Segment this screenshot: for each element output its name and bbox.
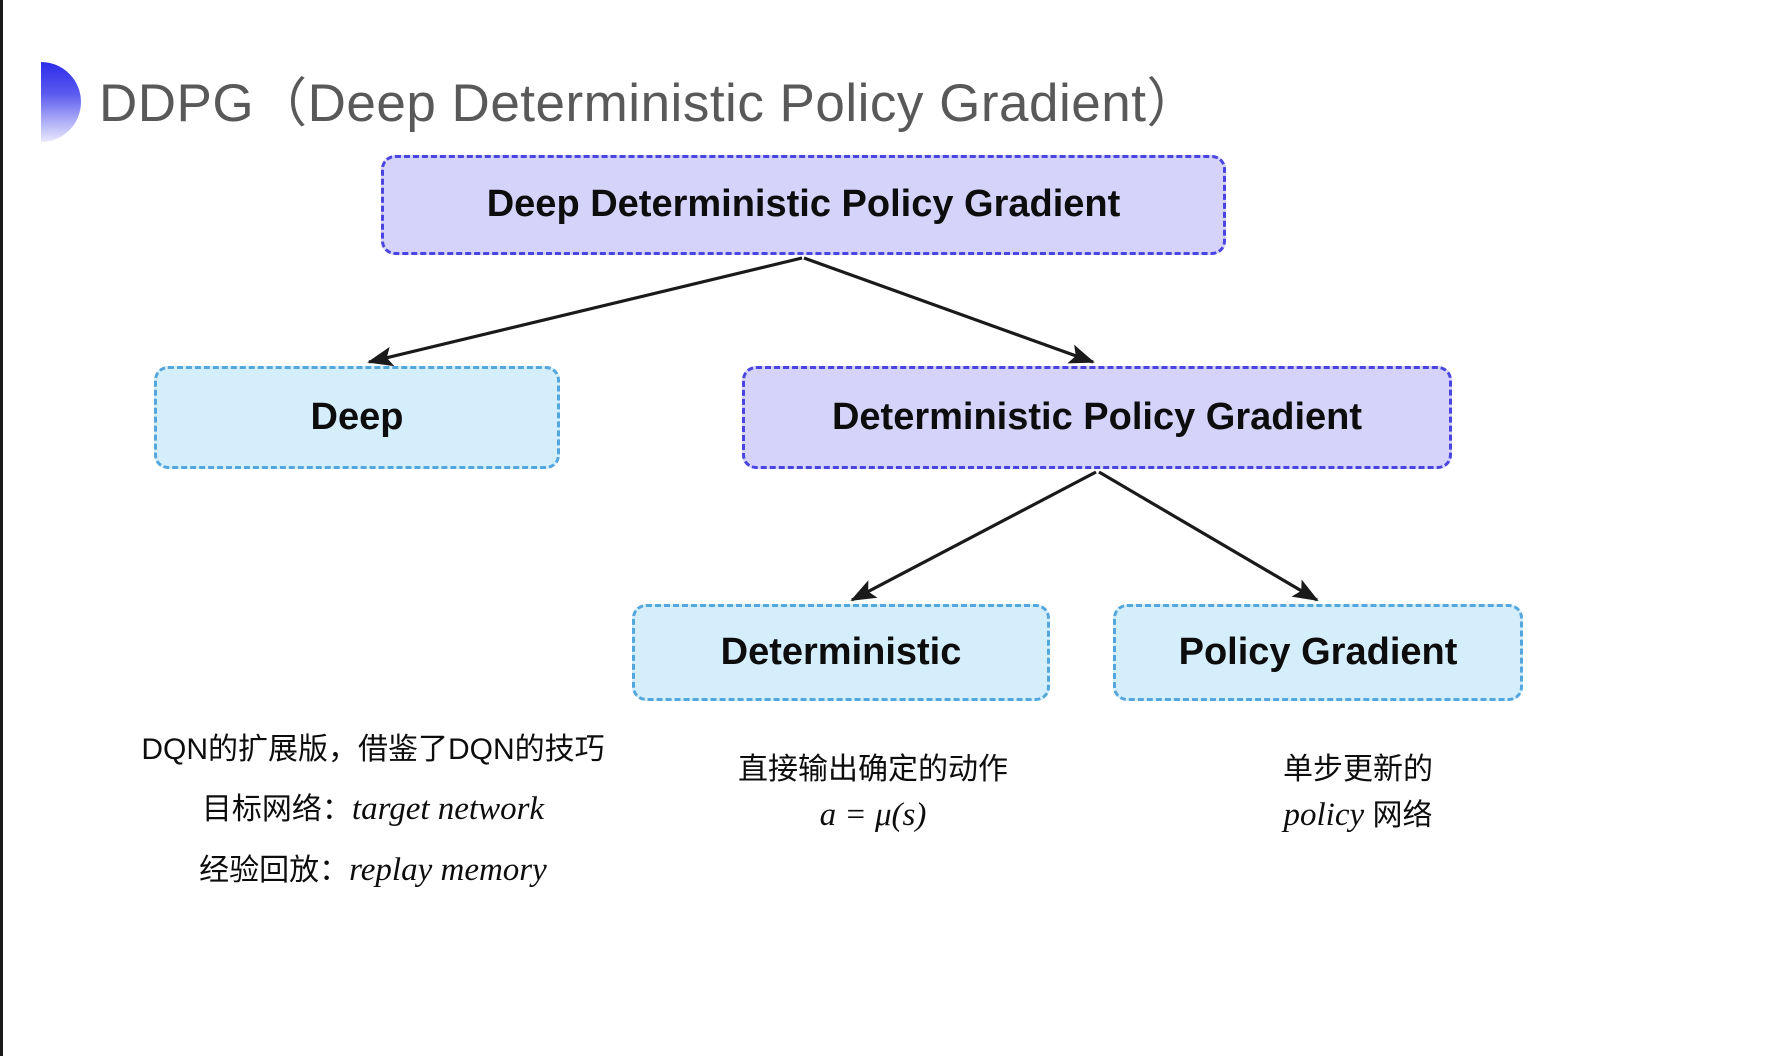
annotation-deep-line-1: DQN的扩展版，借鉴了DQN的技巧 bbox=[141, 733, 605, 766]
annotation-deterministic: 直接输出确定的动作 a = μ(s) bbox=[703, 748, 1043, 839]
node-deterministic[interactable]: Deterministic bbox=[632, 604, 1050, 701]
page-title: DDPG（Deep Deterministic Policy Gradient） bbox=[99, 74, 1200, 133]
edge-dpg-to-policy-gradient bbox=[1098, 470, 1319, 602]
node-label: Deep Deterministic Policy Gradient bbox=[486, 183, 1121, 226]
node-deterministic-policy-gradient[interactable]: Deterministic Policy Gradient bbox=[742, 366, 1452, 469]
annotation-deep-line-3-label: 经验回放： bbox=[199, 854, 350, 888]
node-label: Deterministic Policy Gradient bbox=[831, 395, 1363, 438]
annotation-deep-line-3: 经验回放：replay memory bbox=[113, 847, 633, 895]
edge-dpg-to-deterministic bbox=[850, 470, 1097, 602]
annotation-policy-gradient-suffix: 网络 bbox=[1364, 798, 1433, 832]
edge-root-to-deep bbox=[367, 256, 803, 367]
node-deep-deterministic-policy-gradient[interactable]: Deep Deterministic Policy Gradient bbox=[381, 155, 1226, 255]
node-label: Deep bbox=[310, 395, 404, 438]
annotation-deterministic-formula: a = μ(s) bbox=[819, 796, 927, 833]
annotation-deep-line-2-label: 目标网络： bbox=[201, 792, 352, 826]
annotation-deterministic-line-1: 直接输出确定的动作 bbox=[738, 753, 1008, 786]
edge-root-to-dpg bbox=[803, 256, 1095, 364]
annotation-deep-line-2: 目标网络：target network bbox=[113, 786, 633, 834]
node-label: Policy Gradient bbox=[1178, 630, 1458, 673]
annotation-policy-gradient-line-2: policy 网络 bbox=[1193, 792, 1523, 840]
title-accent-shape-icon bbox=[41, 62, 81, 142]
node-policy-gradient[interactable]: Policy Gradient bbox=[1113, 604, 1523, 701]
annotation-policy-gradient: 单步更新的 policy 网络 bbox=[1193, 748, 1523, 839]
annotation-policy-gradient-term: policy bbox=[1283, 796, 1365, 833]
annotation-deep: DQN的扩展版，借鉴了DQN的技巧 目标网络：target network 经验… bbox=[113, 728, 633, 909]
annotation-deep-line-3-value: replay memory bbox=[349, 852, 547, 889]
node-label: Deterministic bbox=[720, 630, 962, 673]
annotation-policy-gradient-line-1: 单步更新的 bbox=[1283, 753, 1433, 786]
annotation-deep-line-2-value: target network bbox=[351, 790, 545, 827]
node-deep[interactable]: Deep bbox=[154, 366, 560, 469]
